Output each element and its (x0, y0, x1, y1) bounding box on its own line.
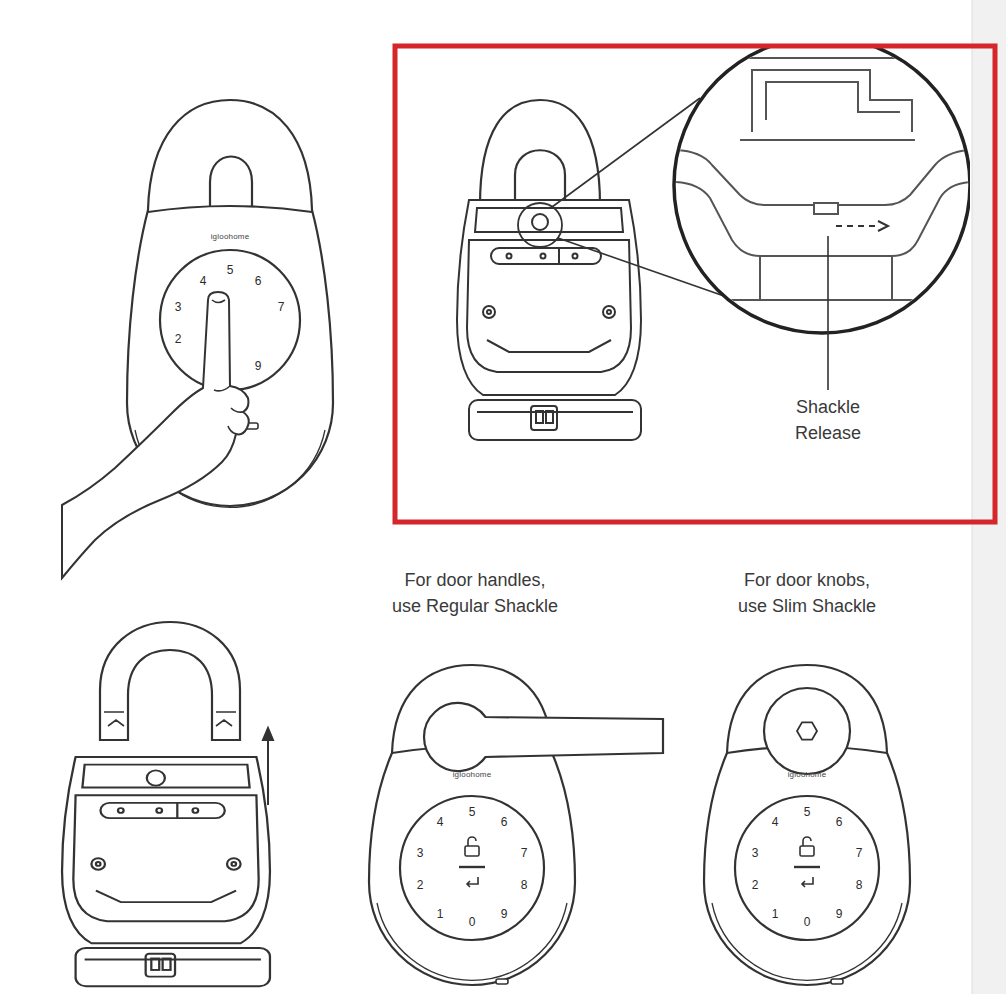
keybox-open (457, 200, 641, 440)
hand (62, 292, 249, 578)
keypad-digit: 5 (469, 806, 476, 818)
keypad-digit: 6 (255, 275, 262, 287)
keypad-digit: 4 (437, 816, 444, 828)
leader-line (827, 236, 829, 390)
keypad-digit: 0 (804, 916, 811, 928)
keypad-digit: 2 (417, 879, 424, 891)
body-seam (148, 206, 312, 212)
callout-label: Shackle Release (778, 395, 878, 446)
keypad-digit: 9 (501, 908, 508, 920)
release-arrowhead (878, 221, 888, 231)
keypad-digit: 8 (856, 879, 863, 891)
keypad-digit: 1 (772, 908, 779, 920)
keypad-digit: 4 (200, 275, 207, 287)
keypad-digit: 9 (255, 360, 262, 372)
zoom-circle (674, 48, 970, 333)
keypad-digit: 3 (752, 847, 759, 859)
door-knob (764, 688, 850, 774)
shackle-opening (210, 157, 252, 208)
hand-outline (62, 292, 249, 578)
keypad-digit: 1 (437, 908, 444, 920)
keypad-digit: 7 (521, 847, 528, 859)
hand-creases (212, 300, 243, 434)
zoom-spot (518, 203, 562, 247)
caption: For door knobs, use Slim Shackle (733, 568, 881, 619)
keypad-digit: 2 (752, 879, 759, 891)
keypad-digit: 3 (417, 847, 424, 859)
keypad-digit: 7 (856, 847, 863, 859)
highlight-frame (395, 46, 995, 522)
keypad-digit: 7 (278, 301, 285, 313)
caption: For door handles, use Regular Shackle (390, 568, 560, 619)
keypad-digit: 5 (227, 264, 234, 276)
keypad-digit: 6 (836, 816, 843, 828)
page-edge-line (972, 0, 973, 994)
keypad-digit: 5 (804, 806, 811, 818)
lift-arrow (263, 728, 273, 805)
keypad-digit: 4 (772, 816, 779, 828)
keybox-closed (704, 665, 910, 985)
keypad-digit: 6 (501, 816, 508, 828)
keypad-digit: 8 (521, 879, 528, 891)
page-edge-band (972, 0, 1006, 994)
keypad-digit: 9 (836, 908, 843, 920)
shackle (480, 100, 600, 205)
shackle-removed (100, 622, 240, 740)
door-handle (424, 703, 663, 771)
keybox-open (62, 757, 270, 986)
brand-mark: igloohome (211, 233, 250, 241)
keypad-digit: 2 (175, 333, 182, 345)
brand-mark: igloohome (453, 771, 492, 779)
brand-mark: igloohome (788, 771, 827, 779)
keypad-digit: 3 (175, 301, 182, 313)
release-direction (836, 225, 878, 227)
keypad-digit: 0 (469, 916, 476, 928)
knob-spindle (797, 722, 817, 739)
detail-panel (457, 48, 970, 440)
zoom-detail (660, 58, 970, 300)
